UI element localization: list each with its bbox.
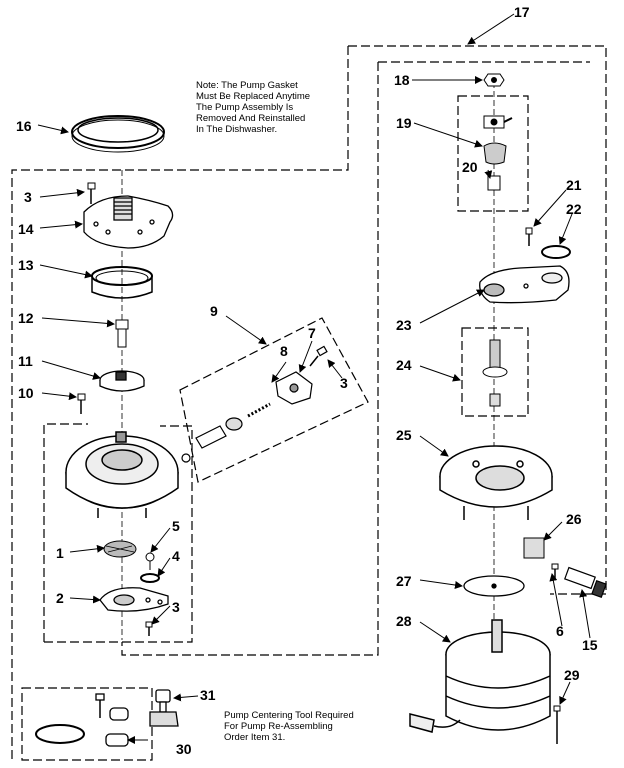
callout-15: 15 bbox=[582, 637, 598, 653]
assembly-outlines bbox=[11, 45, 607, 761]
part-29-screw bbox=[553, 705, 561, 744]
note-line-4: Removed And Reinstalled bbox=[196, 113, 306, 124]
callout-14: 14 bbox=[18, 221, 34, 237]
part-23-bracket-plate bbox=[479, 265, 570, 304]
part-27-disc bbox=[463, 575, 525, 597]
part-16-pump-gasket bbox=[71, 115, 165, 153]
outline-assembly-19 bbox=[457, 95, 529, 212]
centering-tool-note: Pump Centering Tool Required For Pump Re… bbox=[224, 710, 354, 743]
callout-18: 18 bbox=[394, 72, 410, 88]
callout-20: 20 bbox=[462, 159, 478, 175]
part-25-motor-mount bbox=[439, 445, 553, 520]
part-3-screw-bottom bbox=[145, 621, 153, 636]
callout-17: 17 bbox=[514, 4, 530, 20]
part-4-o-ring bbox=[140, 573, 160, 583]
callout-19: 19 bbox=[396, 115, 412, 131]
part-2-bracket bbox=[99, 587, 169, 612]
callout-3-valve: 3 bbox=[340, 375, 348, 391]
callout-12: 12 bbox=[18, 310, 34, 326]
part-9-valve-assembly bbox=[181, 345, 328, 463]
part-5-ball bbox=[145, 552, 155, 570]
part-14-cover-plate bbox=[83, 195, 174, 249]
callout-1: 1 bbox=[56, 545, 64, 561]
pump-gasket-note: Note: The Pump Gasket Must Be Replaced A… bbox=[196, 80, 310, 135]
callout-24: 24 bbox=[396, 357, 412, 373]
leader-lines bbox=[37, 13, 591, 744]
part-20-seal bbox=[483, 142, 507, 191]
callout-8: 8 bbox=[280, 343, 288, 359]
callout-9: 9 bbox=[210, 303, 218, 319]
callout-11: 11 bbox=[18, 353, 33, 369]
callout-3-top: 3 bbox=[24, 189, 32, 205]
outline-assembly-30 bbox=[21, 687, 153, 761]
callout-22: 22 bbox=[566, 201, 582, 217]
part-15-sensor bbox=[564, 566, 607, 599]
callout-6: 6 bbox=[556, 623, 564, 639]
callout-4: 4 bbox=[172, 548, 180, 564]
callout-23: 23 bbox=[396, 317, 412, 333]
callout-16: 16 bbox=[16, 118, 32, 134]
callout-30: 30 bbox=[176, 741, 192, 757]
part-31-centering-tool bbox=[149, 689, 179, 727]
part-10-screw bbox=[77, 393, 86, 414]
part-30-gasket-kit bbox=[35, 693, 129, 747]
outline-assembly-9 bbox=[179, 317, 369, 483]
outline-assembly-17 bbox=[348, 45, 607, 595]
part-18-nut bbox=[483, 73, 505, 87]
part-12-impeller-bolt bbox=[115, 319, 129, 348]
callout-27: 27 bbox=[396, 573, 412, 589]
note-line-1: Note: The Pump Gasket bbox=[196, 80, 298, 91]
part-21-screw bbox=[525, 227, 533, 246]
part-3-screw-top bbox=[87, 182, 96, 204]
callout-5: 5 bbox=[172, 518, 180, 534]
tool-note-line-1: Pump Centering Tool Required bbox=[224, 710, 354, 721]
part-22-o-ring bbox=[541, 245, 571, 259]
callout-26: 26 bbox=[566, 511, 582, 527]
pump-housing bbox=[65, 431, 179, 518]
tool-note-line-3: Order Item 31. bbox=[224, 732, 286, 743]
note-line-2: Must Be Replaced Anytime bbox=[196, 91, 311, 102]
part-24-shaft bbox=[482, 339, 508, 407]
tool-note-line-2: For Pump Re-Assembling bbox=[224, 721, 333, 732]
part-1-filter-screen bbox=[103, 540, 137, 558]
callout-7: 7 bbox=[308, 325, 316, 341]
callout-21: 21 bbox=[566, 177, 582, 193]
part-28-motor bbox=[409, 619, 551, 733]
note-line-5: In The Dishwasher. bbox=[196, 124, 278, 135]
callout-28: 28 bbox=[396, 613, 412, 629]
callout-31: 31 bbox=[200, 687, 216, 703]
outline-assembly-24 bbox=[461, 327, 529, 417]
part-26-clip bbox=[523, 537, 545, 559]
note-line-3: The Pump Assembly Is bbox=[196, 102, 294, 113]
callout-2: 2 bbox=[56, 590, 64, 606]
part-11-impeller bbox=[99, 370, 145, 392]
part-19-bearing bbox=[483, 115, 513, 129]
callout-25: 25 bbox=[396, 427, 412, 443]
callout-10: 10 bbox=[18, 385, 34, 401]
callout-3-bottom: 3 bbox=[172, 599, 180, 615]
callout-13: 13 bbox=[18, 257, 34, 273]
callout-29: 29 bbox=[564, 667, 580, 683]
